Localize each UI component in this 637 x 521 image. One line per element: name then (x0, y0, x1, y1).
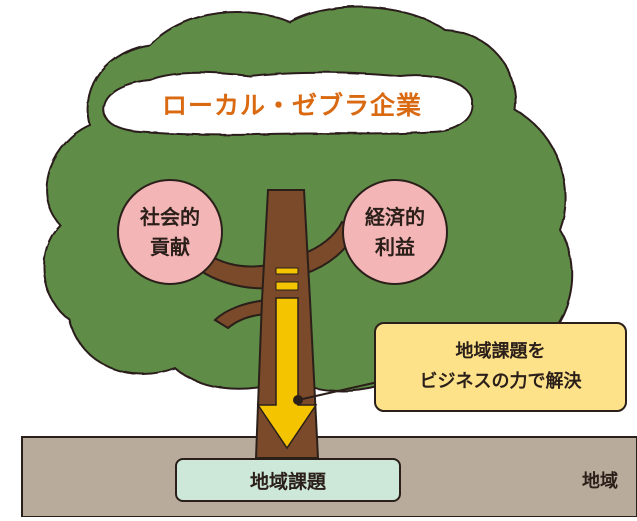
social-contribution-line-2: 貢献 (150, 235, 190, 259)
callout-line-1: 地域課題を (455, 341, 546, 362)
economic-profit-circle (342, 179, 448, 285)
down-arrow-icon (256, 297, 318, 450)
social-contribution-label: 社会的 貢献 (118, 180, 222, 284)
callout-line-2: ビジネスの力で解決 (419, 371, 582, 392)
callout-connector-dot (293, 395, 303, 405)
economic-profit-line-2: 利益 (375, 235, 415, 259)
callout-box: 地域課題を ビジネスの力で解決 (374, 322, 627, 412)
title-label: ローカル・ゼブラ企業 (161, 91, 422, 120)
callout-connector (297, 381, 379, 401)
social-contribution-line-1: 社会的 (140, 205, 200, 229)
social-contribution-circle (117, 179, 223, 285)
economic-profit-label: 経済的 利益 (343, 180, 447, 284)
economic-profit-line-1: 経済的 (365, 205, 425, 229)
arrow-band-top (275, 267, 299, 275)
region-label: 地域 (582, 471, 618, 492)
title-cloud (102, 71, 474, 136)
arrow-band-mid (275, 281, 299, 291)
regional-issues-box: 地域課題 (175, 458, 401, 502)
